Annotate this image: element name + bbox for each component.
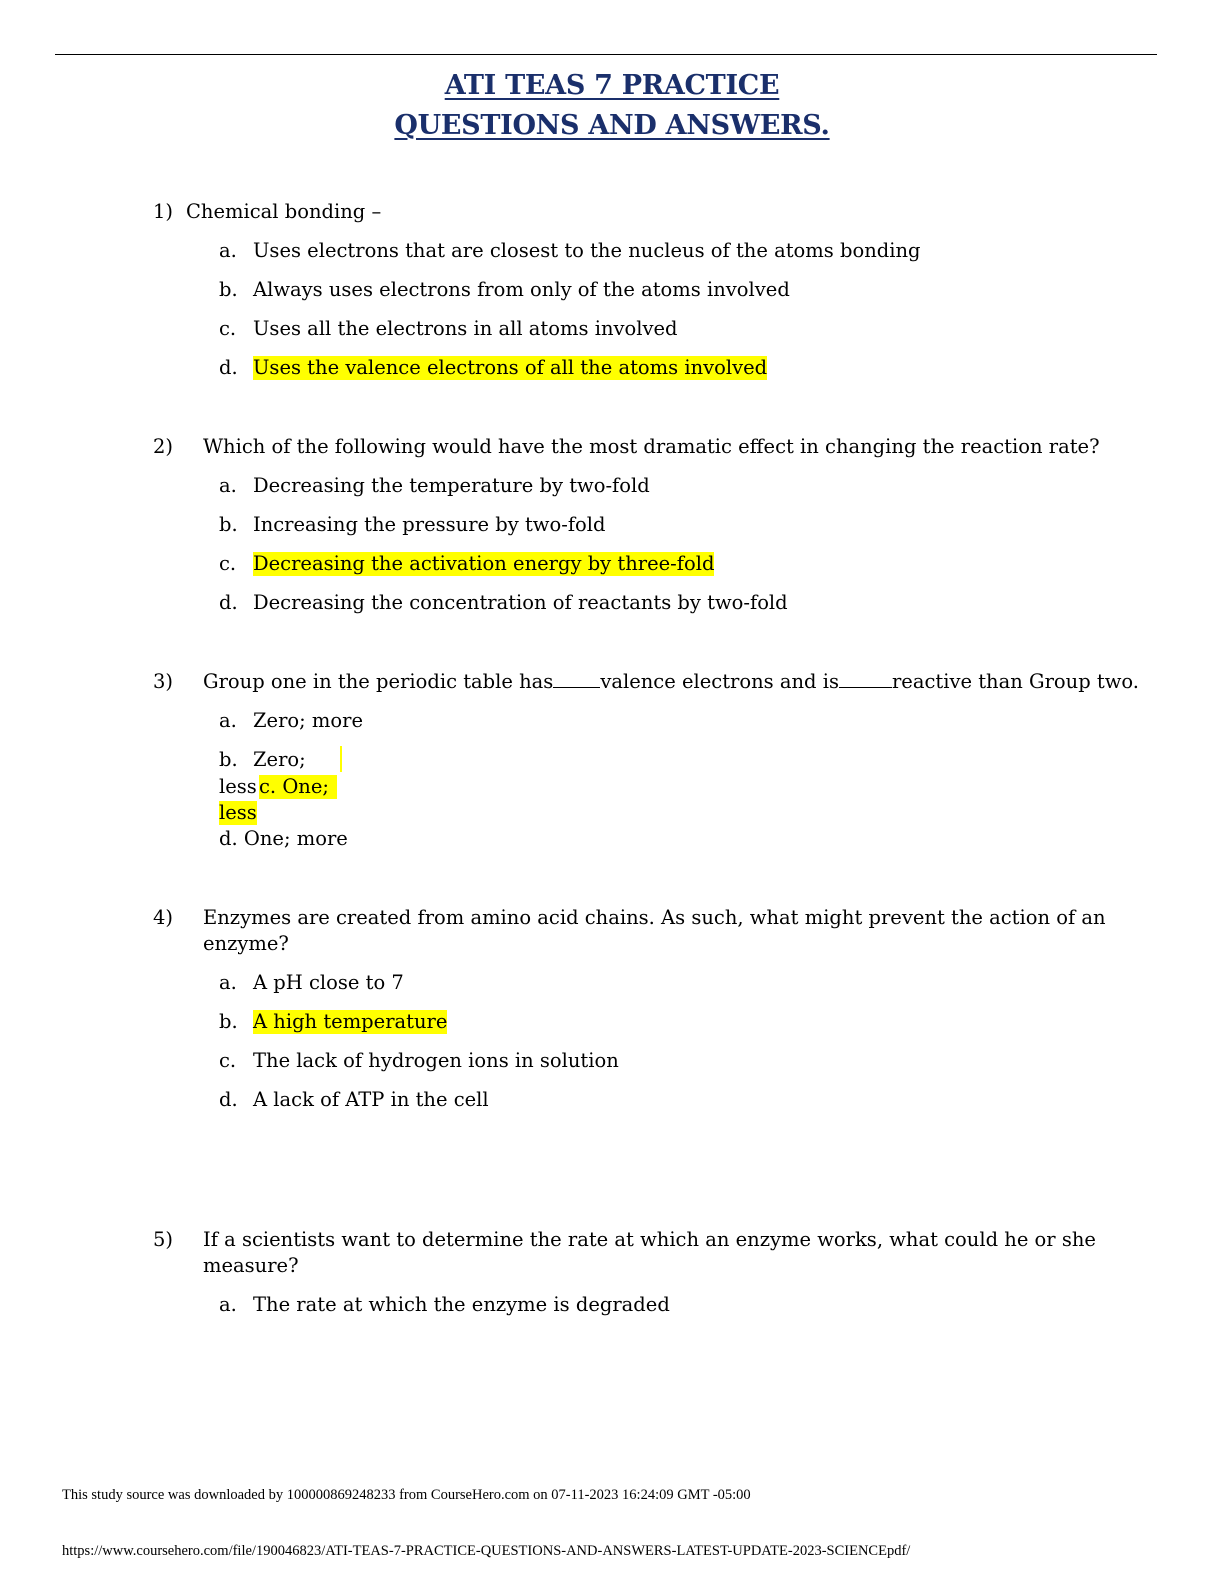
option-letter: a. [219, 239, 237, 262]
option-letter: a. [219, 1293, 237, 1316]
option-text: d. One; more [219, 827, 348, 850]
correct-answer-highlight: c. One; [259, 775, 337, 799]
option-text: Increasing the pressure by two-fold [253, 513, 606, 536]
fill-blank [838, 670, 892, 688]
option-text: Decreasing the temperature by two-fold [253, 474, 650, 497]
option-text: Zero; [253, 748, 306, 771]
option-letter: d. [219, 591, 238, 614]
question-text: measure? [203, 1254, 299, 1277]
question-number: 4) [153, 906, 174, 929]
question-number: 1) [153, 200, 174, 223]
option-text: Uses all the electrons in all atoms invo… [253, 317, 678, 340]
option-letter: b. [219, 1010, 238, 1033]
correct-answer-highlight: Uses the valence electrons of all the at… [253, 356, 768, 380]
download-source-notice: This study source was downloaded by 1000… [62, 1487, 751, 1503]
page-title-line-2: QUESTIONS AND ANSWERS. [394, 110, 830, 141]
question-text: Enzymes are created from amino acid chai… [203, 906, 1106, 929]
option-letter: c. [219, 317, 237, 340]
correct-answer-highlight: A high temperature [253, 1010, 448, 1034]
correct-answer-highlight: less [219, 801, 257, 825]
option-letter: c. [219, 1049, 237, 1072]
option-text: less [219, 775, 257, 798]
question-text-part: reactive than Group two. [891, 670, 1140, 693]
option-letter: a. [219, 709, 237, 732]
question-text-part: Group one in the periodic table has [203, 670, 554, 693]
option-letter: b. [219, 513, 238, 536]
option-text: A pH close to 7 [253, 971, 404, 994]
question-number: 3) [153, 670, 174, 693]
correct-answer-highlight: Decreasing the activation energy by thre… [253, 552, 715, 576]
option-letter: d. [219, 356, 238, 379]
question-number: 5) [153, 1228, 174, 1251]
option-text: Uses electrons that are closest to the n… [253, 239, 921, 262]
question-text: Group one in the periodic table has valen… [203, 670, 1139, 694]
question-number: 2) [153, 435, 174, 458]
option-letter: a. [219, 474, 237, 497]
question-text: Which of the following would have the mo… [203, 435, 1100, 458]
option-text: A lack of ATP in the cell [253, 1088, 489, 1111]
option-text: The rate at which the enzyme is degraded [253, 1293, 670, 1316]
question-text-part: valence electrons and is [600, 670, 839, 693]
page-title-line-1: ATI TEAS 7 PRACTICE [444, 70, 780, 101]
fill-blank [553, 670, 601, 688]
option-text: Always uses electrons from only of the a… [253, 278, 790, 301]
option-letter: b. [219, 278, 238, 301]
option-letter: c. [219, 552, 237, 575]
question-text: If a scientists want to determine the ra… [203, 1228, 1096, 1251]
option-letter: a. [219, 971, 237, 994]
option-text: Zero; more [253, 709, 364, 732]
top-rule [55, 54, 1157, 55]
text-cursor-marker [340, 746, 342, 772]
option-text: Decreasing the concentration of reactant… [253, 591, 788, 614]
question-text: enzyme? [203, 932, 289, 955]
option-letter: d. [219, 1088, 238, 1111]
option-letter: b. [219, 748, 238, 771]
option-text: The lack of hydrogen ions in solution [253, 1049, 619, 1072]
question-text: Chemical bonding – [186, 200, 382, 223]
source-url-link[interactable]: https://www.coursehero.com/file/19004682… [62, 1543, 911, 1559]
